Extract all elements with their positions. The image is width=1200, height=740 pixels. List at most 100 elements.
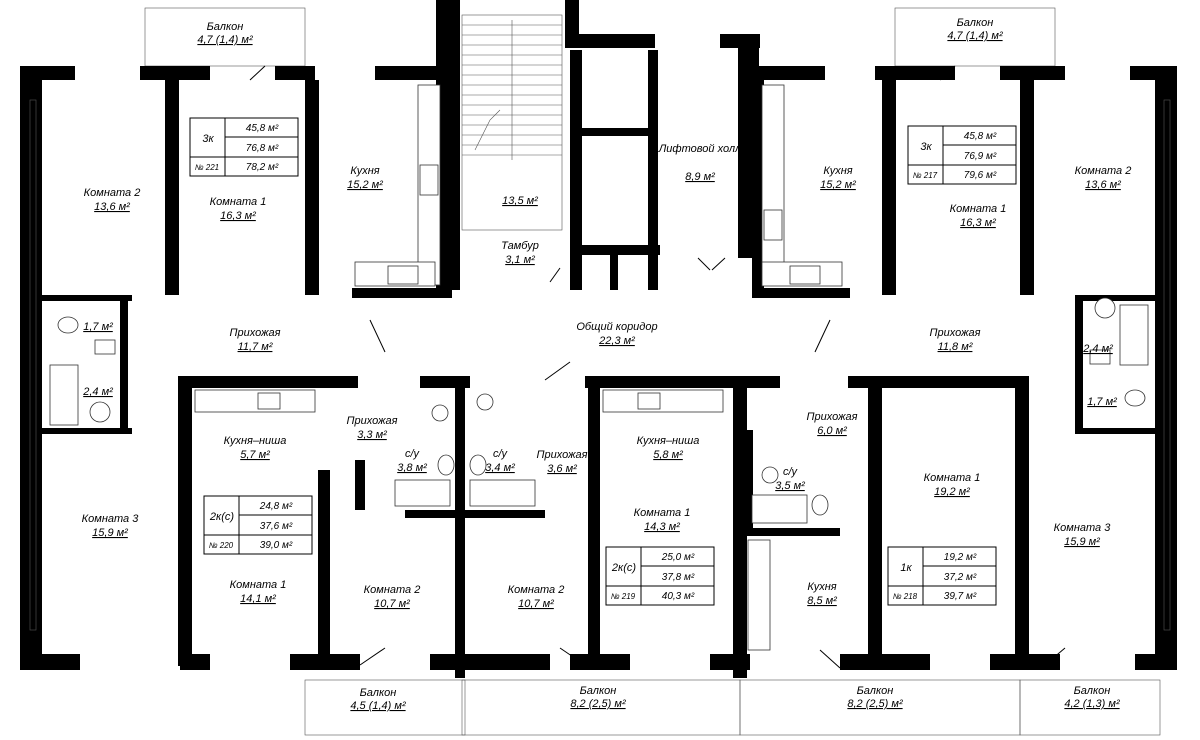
room-area: 11,8 м² [938, 341, 973, 353]
room-name: Комната 1 [924, 472, 981, 484]
room-area: 13,6 м² [1085, 179, 1121, 191]
room-name: Комната 2 [508, 584, 565, 596]
room-area: 3,3 м² [357, 429, 387, 441]
apartment-total: 76,8 м² [246, 143, 279, 154]
room-name: Комната 1 [950, 203, 1007, 215]
staircase [461, 14, 563, 231]
room-name: Комната 2 [364, 584, 421, 596]
interior-walls [42, 48, 1155, 678]
room-name: с/у [783, 466, 799, 478]
room-area: 10,7 м² [518, 598, 554, 610]
room-area: 3,5 м² [775, 480, 805, 492]
room-area: 4,5 (1,4) м² [350, 700, 406, 712]
room-name: Прихожая [346, 415, 397, 427]
room-label: с/у 3,5 м² [775, 466, 805, 492]
room-label: Комната 3 15,9 м² [1054, 522, 1112, 548]
room-name: Комната 3 [1054, 522, 1112, 534]
room-area: 3,8 м² [397, 462, 427, 474]
room-area: 5,8 м² [653, 449, 683, 461]
apartment-number: № 217 [913, 171, 938, 180]
room-area: 14,1 м² [240, 593, 276, 605]
room-label: 1,7 м² [83, 321, 113, 333]
room-area: 14,3 м² [644, 521, 680, 533]
room-label: 13,5 м² [502, 195, 538, 207]
room-name: с/у [493, 448, 509, 460]
room-area: 4,2 (1,3) м² [1064, 698, 1120, 710]
room-name: Комната 3 [82, 513, 140, 525]
room-name: Комната 2 [84, 187, 141, 199]
apartment-living: 45,8 м² [964, 131, 997, 142]
room-label: 2,4 м² [1082, 343, 1113, 355]
apartment-total: 37,6 м² [260, 521, 293, 532]
apartment-living: 19,2 м² [944, 552, 977, 563]
room-area: 13,6 м² [94, 201, 130, 213]
room-label: Кухня 8,5 м² [807, 581, 837, 607]
room-area: 1,7 м² [1087, 396, 1117, 408]
room-area: 16,3 м² [960, 217, 996, 229]
room-area: 8,2 (2,5) м² [847, 698, 903, 710]
apartment-total: 76,9 м² [964, 151, 997, 162]
room-name: Балкон [857, 685, 894, 697]
apartment-type: 2к(с) [611, 562, 636, 574]
room-label: Комната 1 14,3 м² [634, 507, 691, 533]
room-name: Прихожая [536, 449, 587, 461]
doors [249, 65, 1066, 669]
room-name: Комната 2 [1075, 165, 1132, 177]
room-area: 2,4 м² [82, 386, 113, 398]
room-name: Балкон [580, 685, 617, 697]
room-area: 3,4 м² [485, 462, 515, 474]
room-name: Комната 1 [634, 507, 691, 519]
room-area: 13,5 м² [502, 195, 538, 207]
room-area: 15,9 м² [1064, 536, 1100, 548]
room-label: Комната 2 10,7 м² [508, 584, 565, 610]
fixtures [49, 84, 1149, 651]
apartment-type: 2к(с) [209, 511, 234, 523]
room-name: Кухня [823, 165, 852, 177]
apartment-type: 3к [920, 141, 932, 153]
room-name: Балкон [360, 687, 397, 699]
apartment-number: № 221 [195, 163, 219, 172]
apartment-total-with-balcony: 39,0 м² [260, 540, 293, 551]
room-name: Прихожая [929, 327, 980, 339]
room-name: Тамбур [501, 240, 539, 252]
room-label: с/у 3,4 м² [485, 448, 515, 474]
apartment-living: 24,8 м² [259, 501, 293, 512]
apartment-type: 1к [900, 562, 912, 574]
apartment-type: 3к [202, 133, 214, 145]
room-name: Балкон [1074, 685, 1111, 697]
apartment-living: 45,8 м² [246, 123, 279, 134]
room-area: 1,7 м² [83, 321, 113, 333]
room-area: 2,4 м² [1082, 343, 1113, 355]
room-name: Кухня [807, 581, 836, 593]
room-name: Кухня–ниша [224, 435, 287, 447]
room-name: Прихожая [229, 327, 280, 339]
room-name: Прихожая [806, 411, 857, 423]
apartment-table-220: 2к(с) № 220 24,8 м² 37,6 м² 39,0 м² [203, 495, 313, 555]
room-label: 2,4 м² [82, 386, 113, 398]
apartment-total-with-balcony: 40,3 м² [662, 591, 695, 602]
room-label: Комната 2 13,6 м² [1075, 165, 1132, 191]
apartment-number: № 220 [209, 541, 234, 550]
apartment-total: 37,2 м² [944, 572, 977, 583]
room-area: 8,5 м² [807, 595, 837, 607]
apartment-table-217: 3к № 217 45,8 м² 76,9 м² 79,6 м² [907, 125, 1017, 185]
balcony-outlines [144, 7, 1161, 736]
room-name: Балкон [957, 17, 994, 29]
room-name: Общий коридор [576, 321, 657, 333]
